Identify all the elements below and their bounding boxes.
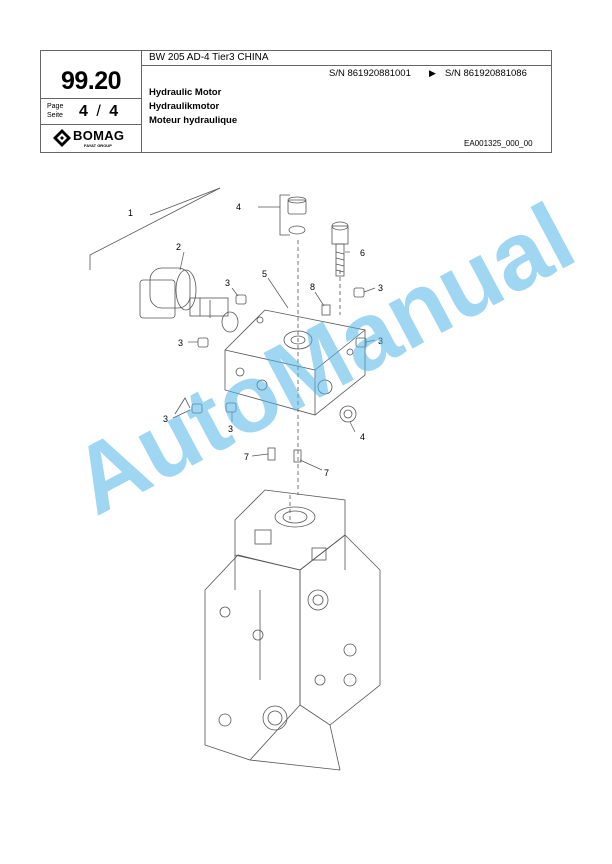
- title-english: Hydraulic Motor: [149, 87, 222, 98]
- callout-7: 7: [244, 452, 249, 462]
- callout-3: 3: [178, 338, 183, 348]
- model-name: BW 205 AD-4 Tier3 CHINA: [149, 52, 269, 63]
- page-indicator: 4 / 4: [79, 103, 118, 121]
- callout-3: 3: [378, 283, 383, 293]
- callout-3: 3: [378, 336, 383, 346]
- page-separator: /: [96, 103, 101, 120]
- divider: [141, 65, 551, 66]
- arrow-icon: ▶: [429, 68, 436, 78]
- callout-2: 2: [176, 242, 181, 252]
- document-id: EA001325_000_00: [464, 139, 533, 148]
- exploded-parts-drawing: 1 2 4 5 6 3 8 3 3 3 3 3 4 7 7: [89, 187, 383, 771]
- logo-subtext: FAYAT GROUP: [84, 143, 112, 148]
- title-block: BW 205 AD-4 Tier3 CHINA 99.20 Page Seite…: [40, 50, 552, 153]
- callout-3: 3: [163, 414, 168, 424]
- callout-4: 4: [360, 432, 365, 442]
- callout-8: 8: [310, 282, 315, 292]
- title-german: Hydraulikmotor: [149, 101, 220, 112]
- callout-6: 6: [360, 248, 365, 258]
- callout-7: 7: [324, 468, 329, 478]
- callout-3: 3: [228, 424, 233, 434]
- seite-label: Seite: [47, 112, 63, 119]
- section-number: 99.20: [60, 67, 122, 95]
- callout-1: 1: [128, 208, 133, 218]
- logo-text: BOMAG: [73, 128, 125, 143]
- callout-3: 3: [225, 278, 230, 288]
- divider: [41, 124, 141, 125]
- title-french: Moteur hydraulique: [149, 115, 238, 126]
- bomag-diamond-icon: [53, 129, 71, 147]
- page-current: 4: [79, 103, 88, 120]
- callout-5: 5: [262, 269, 267, 279]
- page-label: Page: [47, 103, 64, 110]
- page-total: 4: [109, 103, 119, 120]
- bomag-logo: BOMAG FAYAT GROUP: [53, 127, 135, 149]
- serial-from: S/N 861920881001: [329, 68, 411, 79]
- serial-to: S/N 861920881086: [445, 68, 527, 79]
- divider: [41, 98, 141, 99]
- divider: [141, 51, 142, 152]
- callout-4: 4: [236, 202, 241, 212]
